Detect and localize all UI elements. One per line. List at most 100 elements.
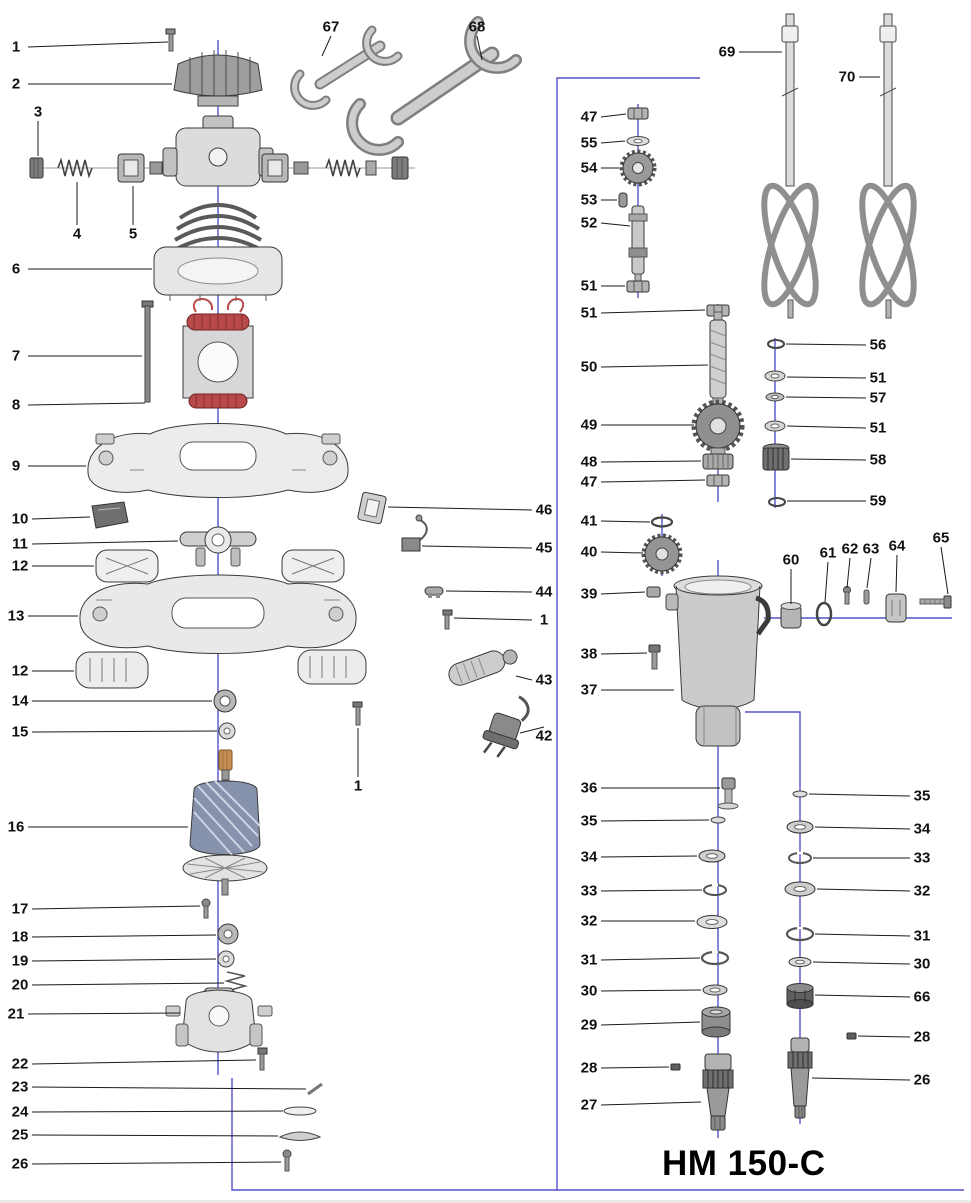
part-47-nut-c: [706, 474, 730, 487]
part-label-45: 45: [535, 539, 553, 557]
part-61-o-ring: [815, 601, 833, 627]
part-label-1: 1: [11, 38, 21, 56]
part-label-39: 39: [580, 585, 598, 603]
leader-lines: [27, 35, 949, 1165]
part-label-6: 6: [11, 260, 21, 278]
part-label-37: 37: [580, 681, 598, 699]
part-label-17: 17: [11, 900, 29, 918]
part-label-27: 27: [580, 1096, 598, 1114]
part-28-pin-a: [670, 1063, 681, 1071]
part-label-53: 53: [580, 191, 598, 209]
part-12-pad-bottom-right: [297, 649, 367, 685]
part-57-washer: [765, 392, 785, 402]
part-51-washer-d: [764, 420, 786, 432]
part-9-upper-housing: [87, 423, 349, 498]
part-53-key: [618, 192, 628, 208]
part-label-51: 51: [580, 304, 598, 322]
part-label-26: 26: [913, 1071, 931, 1089]
part-26-screw: [282, 1149, 292, 1172]
part-29-bearing: [701, 1006, 731, 1038]
part-4-spring: [57, 157, 93, 179]
part-19-washer: [217, 950, 235, 968]
part-13-main-housing: [79, 574, 357, 654]
part-label-32: 32: [580, 912, 598, 930]
part-label-24: 24: [11, 1103, 29, 1121]
part-49-gear: [691, 399, 745, 459]
part-55-washer: [626, 136, 650, 146]
part-11-bearing-bridge: [179, 526, 257, 567]
part-21-gear-cover: [165, 987, 273, 1053]
part-34-bearing-a: [698, 849, 726, 863]
part-label-8: 8: [11, 396, 21, 414]
part-54-gear: [619, 149, 657, 187]
part-label-31: 31: [913, 927, 931, 945]
part-label-12: 12: [11, 662, 29, 680]
part-label-57: 57: [869, 389, 887, 407]
part-label-9: 9: [11, 457, 21, 475]
part-label-5: 5: [128, 225, 138, 243]
part-label-61: 61: [819, 544, 837, 562]
part-47-nut-top: [627, 107, 649, 120]
part-label-51: 51: [869, 419, 887, 437]
part-65-screw: [919, 595, 952, 609]
part-label-28: 28: [580, 1059, 598, 1077]
part-5-brush-holder: [117, 153, 163, 183]
part-58-bearing-gear: [762, 443, 790, 471]
part-35-washer-b: [792, 790, 808, 798]
part-label-48: 48: [580, 453, 598, 471]
part-70-paddle: [859, 13, 917, 319]
part-label-47: 47: [580, 108, 598, 126]
part-label-13: 13: [7, 607, 25, 625]
part-label-28: 28: [913, 1028, 931, 1046]
part-label-66: 66: [913, 988, 931, 1006]
part-66-nut: [786, 983, 814, 1009]
part-31-circlip-b: [785, 926, 815, 942]
part-label-14: 14: [11, 692, 29, 710]
part-62-screw: [843, 586, 851, 605]
part-label-51: 51: [580, 277, 598, 295]
part-27-output-spindle: [702, 1053, 734, 1131]
part-33-circlip-b: [788, 851, 812, 864]
part-label-54: 54: [580, 159, 598, 177]
part-label-29: 29: [580, 1016, 598, 1034]
part-label-65: 65: [932, 529, 950, 547]
part-32-washer-a: [696, 915, 728, 929]
part-12-pad-right: [281, 549, 345, 583]
part-label-41: 41: [580, 512, 598, 530]
part-28-pin-b: [846, 1032, 857, 1040]
part-label-62: 62: [841, 540, 859, 558]
part-label-34: 34: [580, 848, 598, 866]
part-51-washer-c: [764, 370, 786, 382]
part-label-20: 20: [11, 976, 29, 994]
part-label-40: 40: [580, 543, 598, 561]
part-52-shaft: [628, 205, 648, 284]
part-label-2: 2: [11, 75, 21, 93]
part-18-bearing: [217, 923, 239, 945]
part-label-10: 10: [11, 510, 29, 528]
part-63-pin: [863, 589, 870, 605]
part-label-33: 33: [913, 849, 931, 867]
part-25-plate: [278, 1131, 322, 1141]
part-label-64: 64: [888, 537, 906, 555]
part-label-56: 56: [869, 336, 887, 354]
part-48-needle-bearing: [702, 453, 734, 470]
part-3-end-cap: [29, 157, 44, 179]
part-label-30: 30: [580, 982, 598, 1000]
part-label-46: 46: [535, 501, 553, 519]
part-label-22: 22: [11, 1055, 29, 1073]
part-14-bearing: [213, 689, 237, 713]
part-brush-holder-right: [261, 153, 409, 183]
part-41-ring: [650, 516, 674, 528]
part-label-36: 36: [580, 779, 598, 797]
part-motor-head: [162, 115, 274, 187]
part-2-brush-cap: [173, 50, 263, 107]
part-36-spindle: [717, 777, 739, 810]
part-label-63: 63: [862, 540, 880, 558]
part-59-ring: [768, 497, 786, 507]
part-56-ring: [767, 339, 785, 349]
part-44-clip: [424, 586, 444, 598]
part-10-switch: [91, 501, 129, 529]
part-1-screw: [165, 28, 176, 52]
part-17-screw: [201, 898, 211, 919]
